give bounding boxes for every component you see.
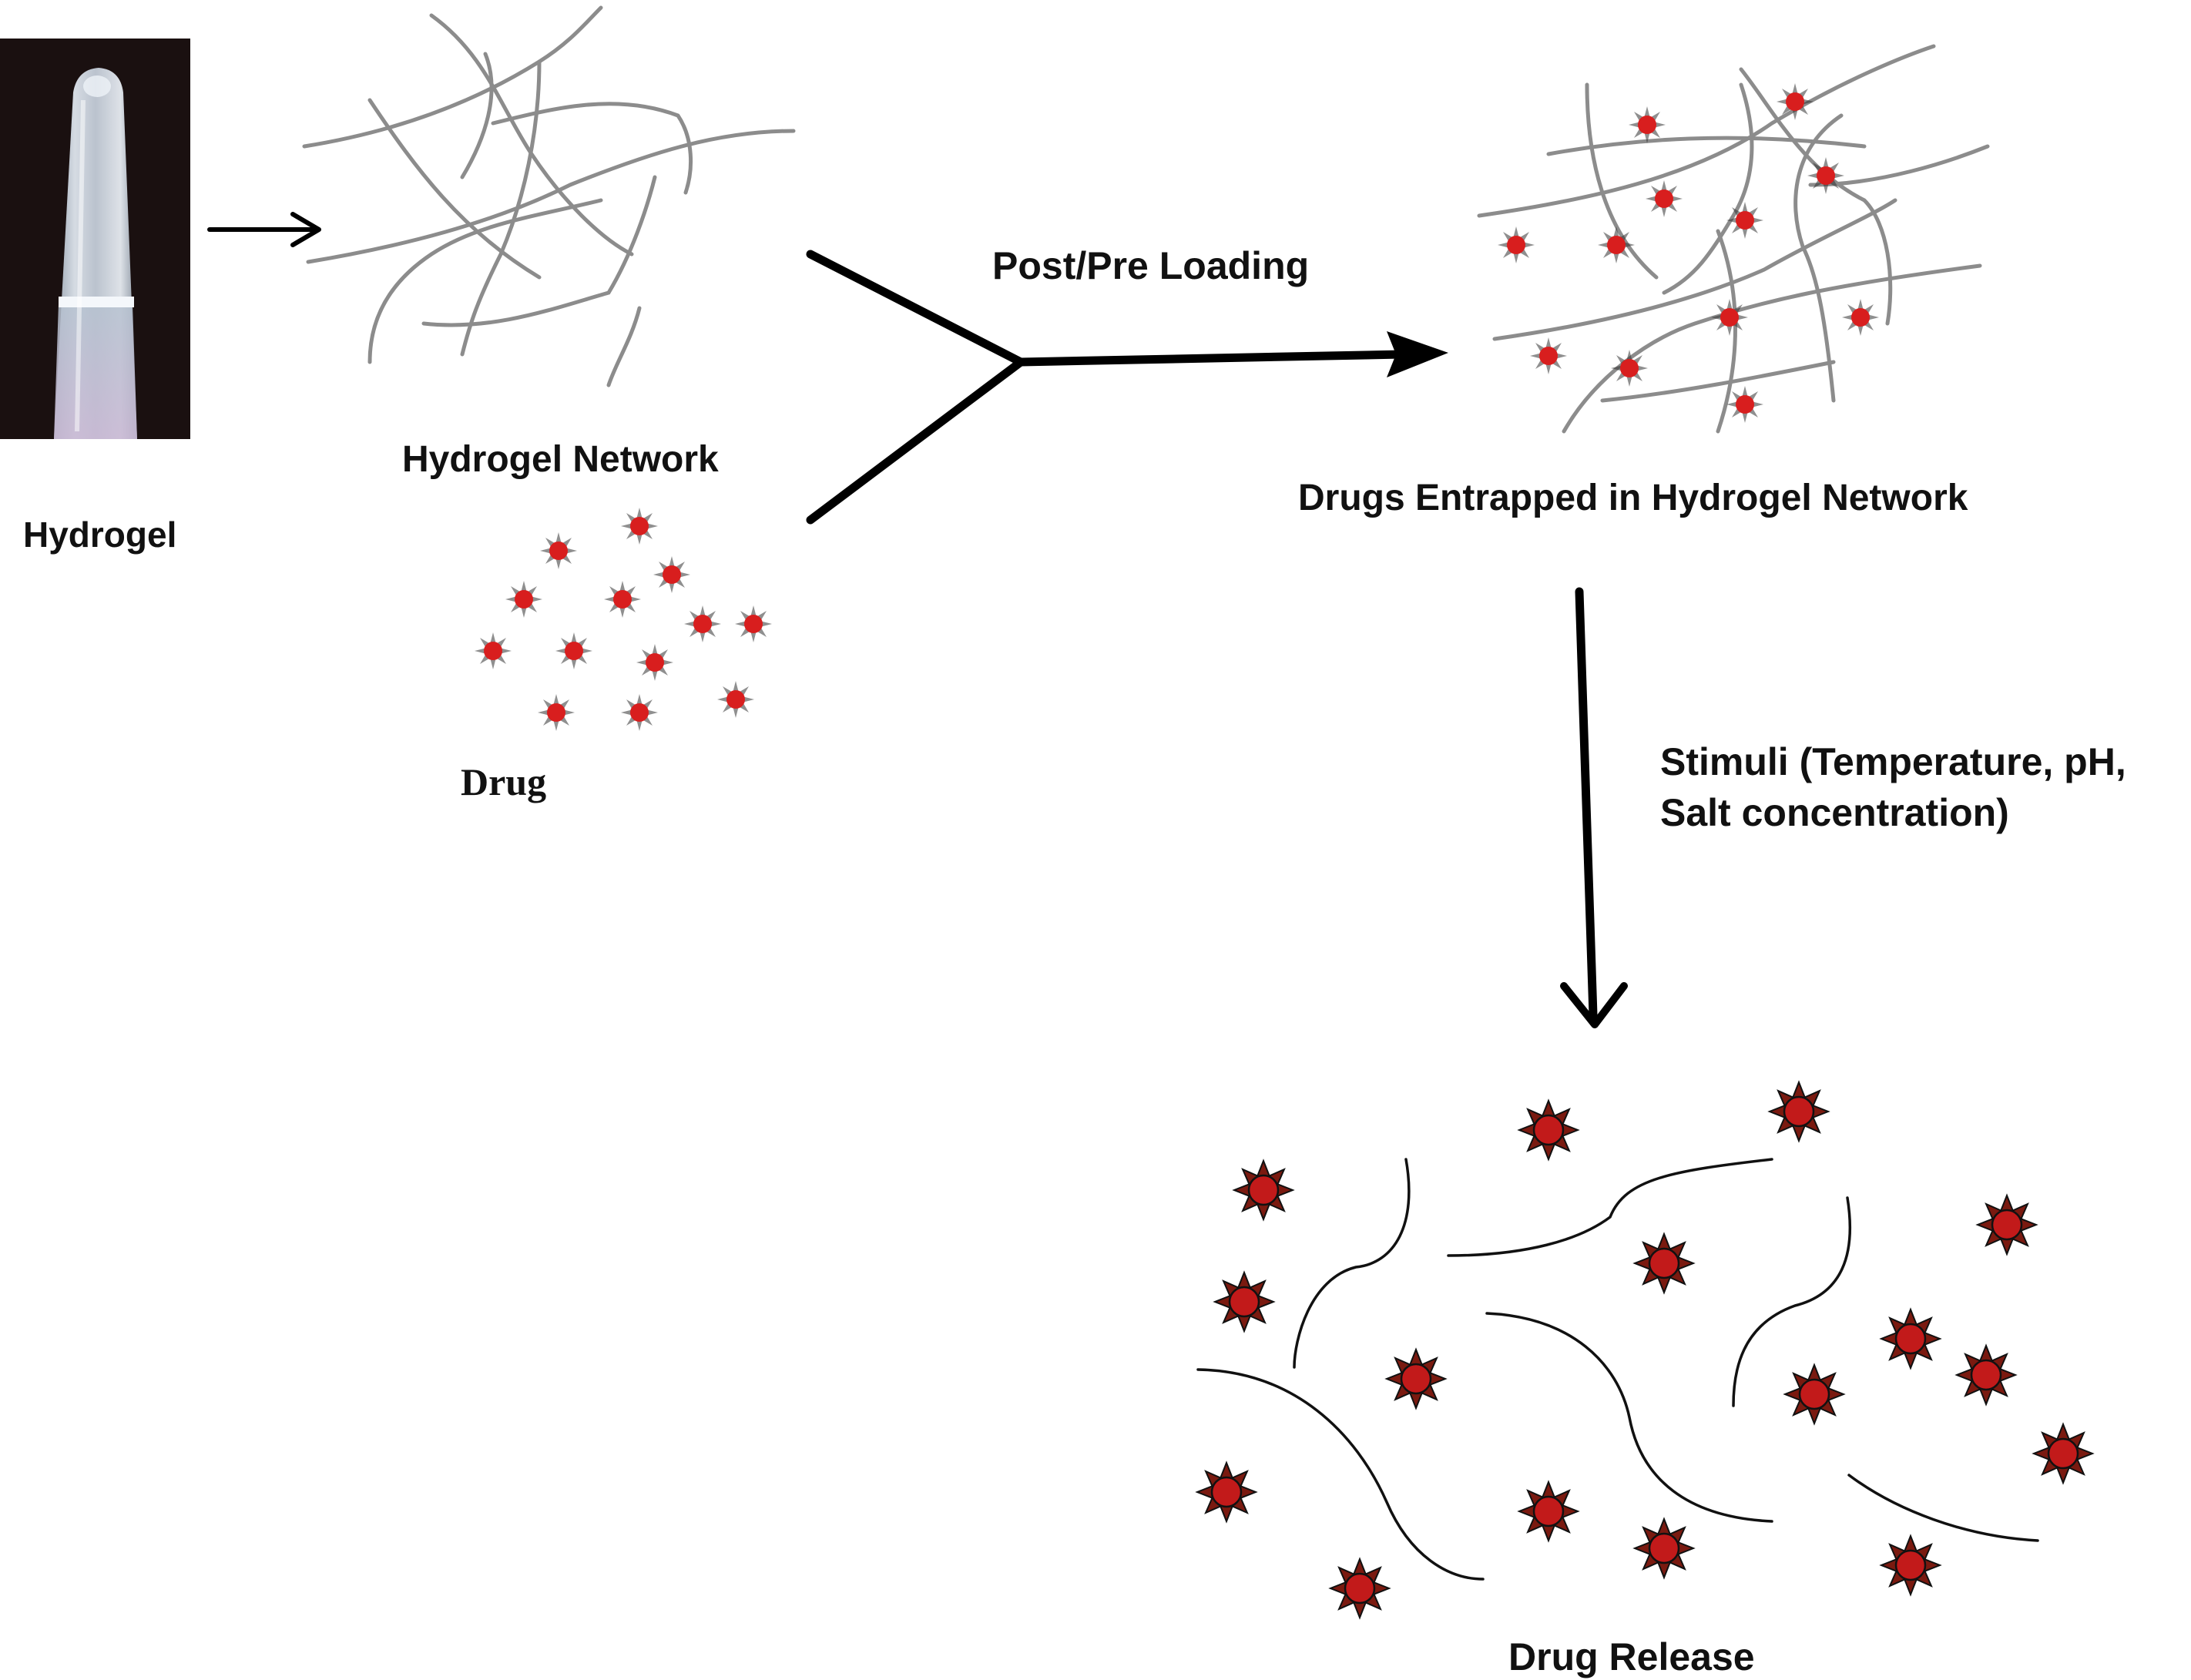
drug-particle	[475, 632, 512, 669]
drug-particle	[717, 681, 754, 718]
vial-cap-highlight	[83, 75, 111, 97]
label-drugs-entrapped: Drugs Entrapped in Hydrogel Network	[1298, 478, 1968, 518]
released-drug	[1384, 1347, 1448, 1410]
released-drug	[1328, 1557, 1391, 1620]
label-post-pre-loading: Post/Pre Loading	[992, 244, 1309, 287]
label-drug-release: Drug Release	[1508, 1635, 1755, 1678]
drug-particle	[505, 581, 542, 618]
released-drug	[1517, 1480, 1580, 1543]
drug-particle	[555, 632, 592, 669]
loading-arrow-head	[1387, 331, 1448, 377]
vial-highlight	[75, 99, 86, 432]
drug-cluster	[475, 508, 772, 731]
arrow-photo-to-network	[207, 212, 321, 247]
hydrogel-photo	[0, 39, 190, 439]
label-stimuli-line1: Stimuli (Temperature, pH,	[1660, 740, 2126, 783]
entrapped-drug	[1726, 202, 1763, 239]
entrapped-drug	[1807, 157, 1844, 194]
released-drug	[1767, 1080, 1830, 1143]
label-hydrogel-network: Hydrogel Network	[402, 439, 719, 480]
label-stimuli-line2: Salt concentration)	[1660, 791, 2009, 834]
gel-meniscus	[59, 297, 134, 307]
entrapped-drug	[1498, 226, 1535, 263]
entrapped-drug	[1629, 106, 1666, 143]
label-drug: Drug	[461, 760, 546, 803]
released-drug	[1954, 1343, 2018, 1407]
drug-particle	[653, 556, 690, 593]
released-drug	[1195, 1460, 1258, 1524]
entrapped-drugs	[1498, 83, 1879, 423]
released-drug	[1879, 1307, 1942, 1370]
entrapped-drug	[1842, 299, 1879, 336]
drug-particle	[538, 694, 575, 731]
drug-particle	[540, 532, 577, 569]
entrapped-drug	[1646, 180, 1683, 217]
released-drug	[1783, 1363, 1846, 1426]
released-drug	[1879, 1534, 1942, 1597]
drug-particle	[604, 581, 641, 618]
released-drugs	[1195, 1080, 2095, 1620]
drug-particle	[621, 694, 658, 731]
entrapped-drug	[1530, 337, 1567, 374]
entrapped-drug	[1611, 350, 1648, 387]
released-drug	[1232, 1159, 1295, 1222]
entrapped-drug	[1777, 83, 1814, 120]
gel-body	[54, 304, 137, 439]
entrapped-drug	[1598, 226, 1635, 263]
released-drug	[1517, 1098, 1580, 1162]
entrapped-network	[1477, 44, 1990, 434]
released-drug	[1213, 1270, 1276, 1333]
released-drug	[1632, 1232, 1696, 1295]
drug-particle	[684, 605, 721, 642]
released-network	[1196, 1158, 2039, 1581]
released-drug	[1975, 1193, 2038, 1256]
drug-particle	[636, 644, 673, 681]
hydrogel-network	[302, 5, 796, 387]
released-drug	[1632, 1517, 1696, 1580]
stimuli-arrow	[1560, 587, 1628, 1028]
drug-particle	[735, 605, 772, 642]
label-hydrogel: Hydrogel	[23, 515, 176, 555]
entrapped-drug	[1711, 299, 1748, 336]
entrapped-drug	[1726, 386, 1763, 423]
drug-particle	[621, 508, 658, 545]
loading-arrow	[806, 250, 1448, 525]
released-drug	[2032, 1422, 2095, 1485]
